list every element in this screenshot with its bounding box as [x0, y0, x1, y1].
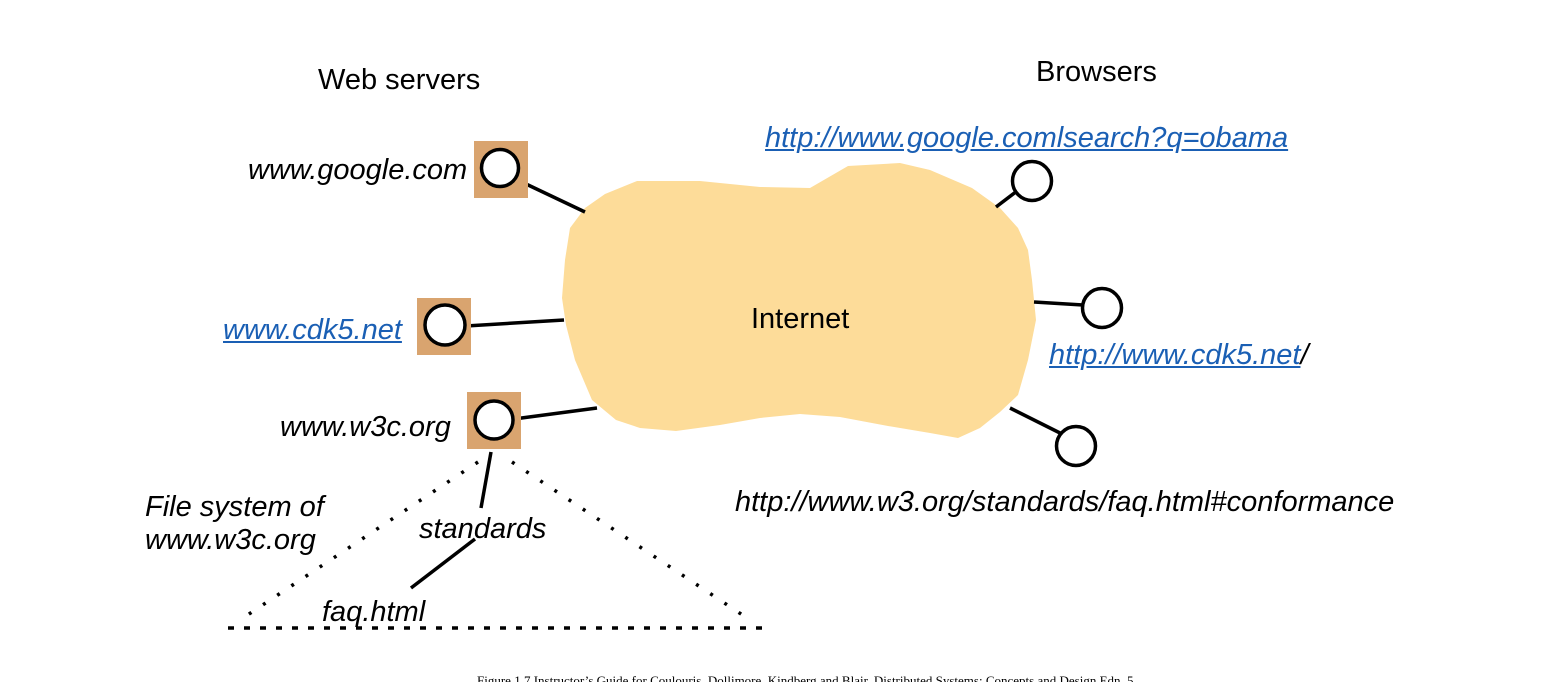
server-link-cdk5[interactable]: www.cdk5.net [223, 314, 402, 346]
fs-branch-faq [409, 537, 477, 590]
browser-2-node [1080, 286, 1124, 330]
connector-browser-2 [1033, 300, 1084, 307]
browser-url-cdk5-suffix: / [1300, 339, 1309, 371]
connector-browser-3 [1009, 406, 1061, 435]
connector-cdk5 [465, 318, 565, 328]
fs-title-line1: File system of [145, 491, 324, 523]
fs-dotted-right [511, 460, 751, 622]
browser-3-node [1054, 424, 1098, 468]
browsers-heading: Browsers [1036, 56, 1157, 88]
connector-browser-1 [994, 189, 1019, 209]
internet-label: Internet [751, 303, 850, 335]
server-w3c [467, 392, 521, 449]
filesystem-tree [228, 451, 772, 630]
browser-url-cdk5[interactable]: http://www.cdk5.net [1049, 339, 1301, 371]
fs-title-line2: www.w3c.org [145, 524, 316, 556]
connector-w3c [513, 406, 598, 421]
browser-url-cdk5-row: http://www.cdk5.net/ [1049, 341, 1309, 370]
browser-url-w3: http://www.w3.org/standards/faq.html#con… [735, 486, 1395, 518]
web-servers-heading: Web servers [318, 64, 481, 96]
browser-1-node [1010, 159, 1054, 203]
fs-folder-standards: standards [419, 513, 547, 545]
browser-url-google[interactable]: http://www.google.comlsearch?q=obama [765, 122, 1289, 154]
fs-branch-standards [479, 451, 493, 509]
server-label-w3c: www.w3c.org [280, 411, 451, 443]
internet-cloud [562, 163, 1036, 438]
figure-caption: Figure 1.7 Instructor’s Guide for Coulou… [477, 673, 1134, 682]
server-cdk5 [417, 298, 471, 355]
fs-dotted-left [239, 460, 479, 622]
connector-google [525, 182, 586, 214]
server-google [474, 141, 528, 198]
fs-file-faq: faq.html [322, 596, 426, 628]
server-label-google: www.google.com [248, 154, 468, 186]
